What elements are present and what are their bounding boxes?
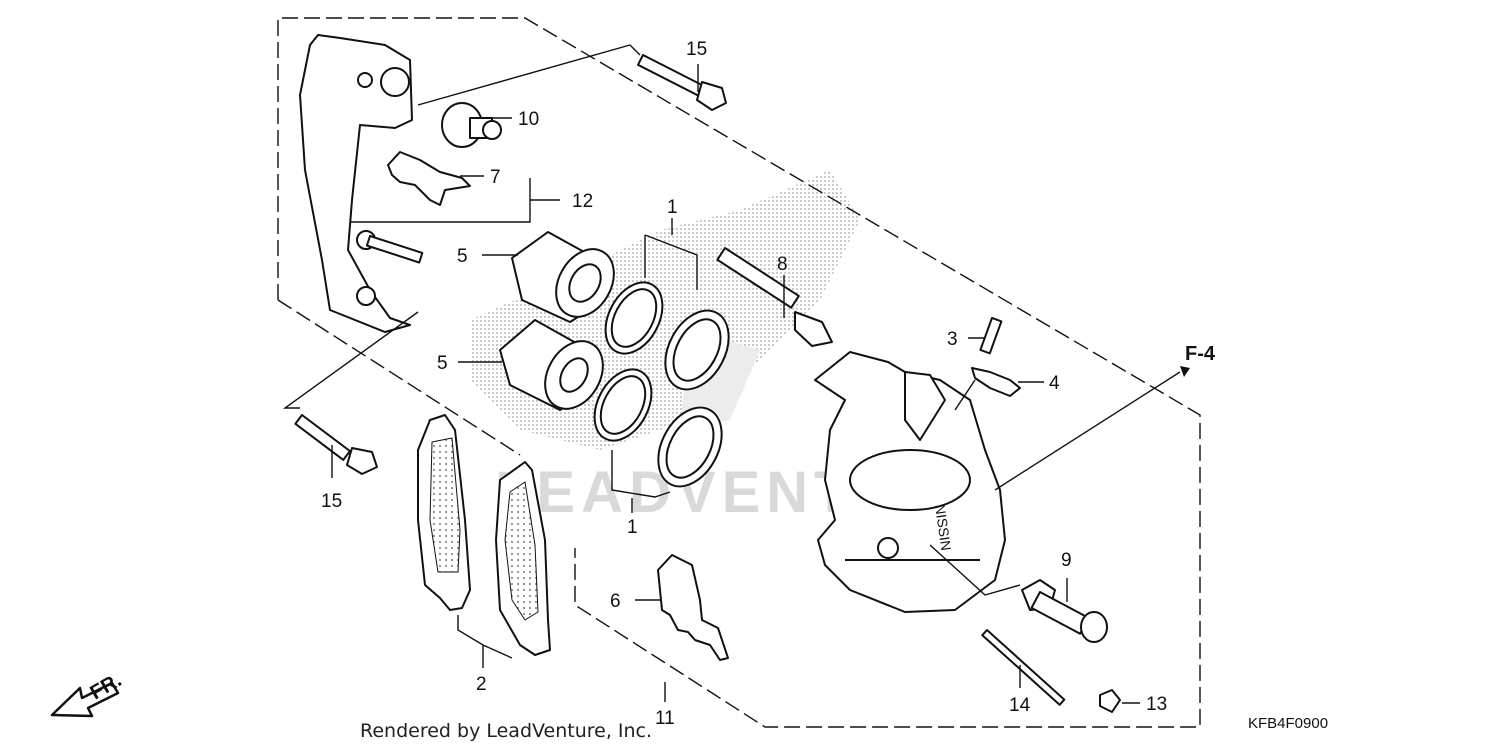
pad-bolt-9 <box>1021 579 1108 643</box>
piston-5-upper <box>511 231 615 323</box>
bolt-15-lower <box>294 414 378 475</box>
callout-1-upper: 1 <box>667 197 678 218</box>
callout-14: 14 <box>1009 695 1031 716</box>
cross-reference-label: F-4 <box>1185 343 1216 365</box>
callout-8: 8 <box>777 254 788 275</box>
dust-seal-upper <box>664 309 730 391</box>
callout-2: 2 <box>476 674 487 695</box>
callout-13: 13 <box>1146 694 1167 715</box>
retainer-spring-7 <box>387 151 471 206</box>
caliper-body: NISSIN <box>814 351 1006 613</box>
callout-1-lower: 1 <box>627 517 638 538</box>
bleeder-cap-4 <box>971 367 1021 397</box>
f4-arrow-head <box>1180 366 1190 377</box>
callout-11: 11 <box>655 708 675 729</box>
piston-5-lower <box>499 319 604 411</box>
assembly-outlines <box>277 17 1201 728</box>
brake-pad-inner <box>495 461 551 656</box>
leader-lines <box>282 44 1181 704</box>
callout-5-upper: 5 <box>457 246 468 267</box>
piston-seal-lower <box>593 368 653 442</box>
callout-5-lower: 5 <box>437 353 448 374</box>
pad-pin-14 <box>981 629 1066 706</box>
callout-9: 9 <box>1061 550 1072 571</box>
callout-4: 4 <box>1049 373 1060 394</box>
caliper-bracket <box>299 34 424 333</box>
pad-spring-6 <box>657 554 729 661</box>
bolt-15-upper <box>637 54 727 111</box>
callout-15-upper: 15 <box>686 39 707 60</box>
render-credit: Rendered by LeadVenture, Inc. <box>360 720 652 742</box>
bleeder-screw-3 <box>979 317 1003 355</box>
callout-7: 7 <box>490 167 501 188</box>
dust-seal-lower <box>657 406 723 488</box>
callout-labels: 15 10 7 12 1 8 5 5 3 4 15 1 9 6 2 11 14 … <box>321 39 1167 729</box>
pin-clip-13 <box>1099 689 1121 713</box>
caliper-pin-8 <box>716 246 833 347</box>
callout-15-lower: 15 <box>321 491 342 512</box>
callout-10: 10 <box>518 109 539 130</box>
caliper-brand-mark: NISSIN <box>932 503 954 551</box>
piston-seal-upper <box>604 281 664 355</box>
pin-boot-10 <box>441 102 502 148</box>
diagram-code: KFB4F0900 <box>1248 715 1328 732</box>
callout-12: 12 <box>572 191 593 212</box>
callout-3: 3 <box>947 329 958 350</box>
brake-pad-outer <box>417 414 471 611</box>
callout-6: 6 <box>610 591 621 612</box>
front-direction-arrow: FR. <box>50 669 125 718</box>
